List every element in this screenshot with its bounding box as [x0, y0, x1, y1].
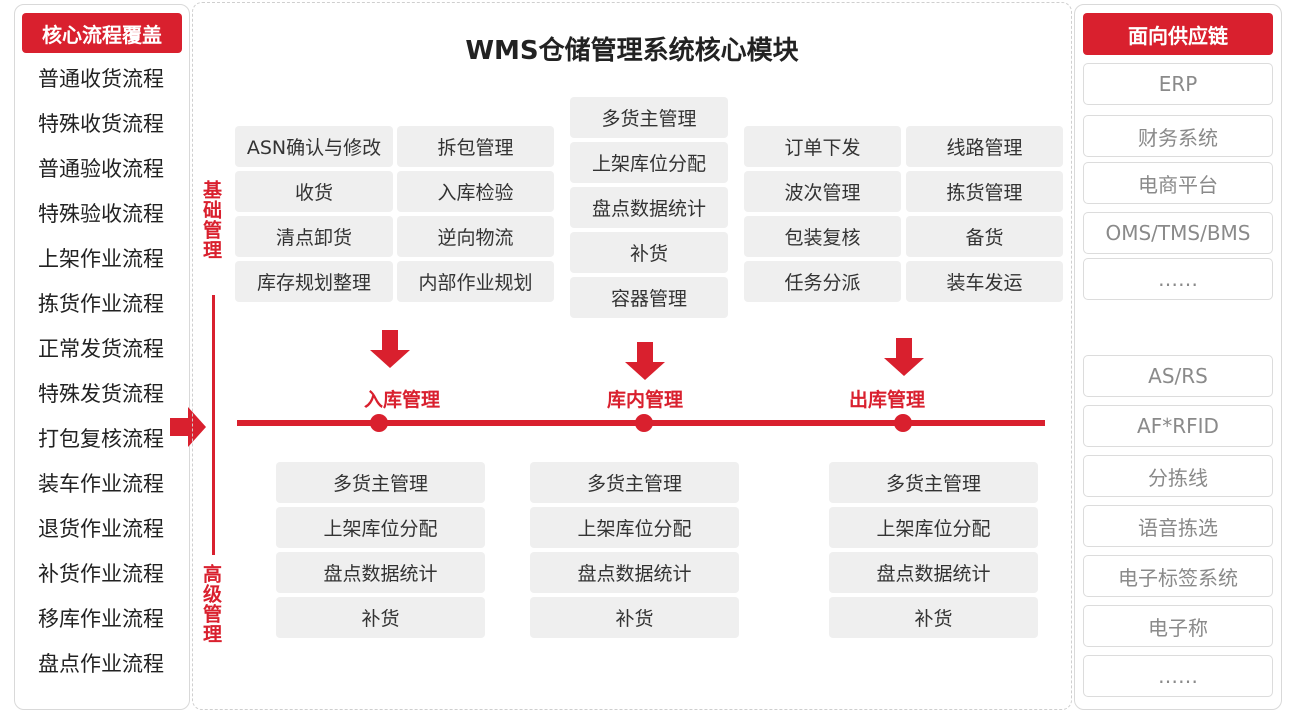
advanced-module-cell: 补货	[829, 597, 1038, 638]
module-cell: 逆向物流	[397, 216, 554, 257]
supply-chain-item: ……	[1083, 655, 1273, 697]
supply-chain-item: 电子称	[1083, 605, 1273, 647]
advanced-module-cell: 上架库位分配	[530, 507, 739, 548]
module-cell: 入库检验	[397, 171, 554, 212]
module-cell: 补货	[570, 232, 728, 273]
supply-chain-item: ERP	[1083, 63, 1273, 105]
advanced-module-cell: 上架库位分配	[829, 507, 1038, 548]
process-item: 正常发货流程	[38, 337, 164, 361]
timeline-dot	[370, 414, 388, 432]
module-cell: 清点卸货	[235, 216, 393, 257]
supply-chain-item: 分拣线	[1083, 455, 1273, 497]
module-cell: 收货	[235, 171, 393, 212]
supply-chain-item: OMS/TMS/BMS	[1083, 212, 1273, 254]
process-item: 上架作业流程	[38, 247, 164, 271]
advanced-module-cell: 多货主管理	[829, 462, 1038, 503]
advanced-module-cell: 多货主管理	[530, 462, 739, 503]
flow-arrow-icon	[170, 407, 206, 447]
module-cell: 拆包管理	[397, 126, 554, 167]
down-arrow-icon	[625, 342, 665, 380]
module-cell: 容器管理	[570, 277, 728, 318]
process-item: 退货作业流程	[38, 517, 164, 541]
vertical-divider	[212, 295, 215, 555]
advanced-module-cell: 多货主管理	[276, 462, 485, 503]
advanced-module-cell: 盘点数据统计	[829, 552, 1038, 593]
supply-chain-item: AF*RFID	[1083, 405, 1273, 447]
process-item: 补货作业流程	[38, 562, 164, 586]
advanced-module-cell: 盘点数据统计	[530, 552, 739, 593]
module-cell: 备货	[906, 216, 1063, 257]
advanced-module-cell: 补货	[276, 597, 485, 638]
supply-chain-item: AS/RS	[1083, 355, 1273, 397]
left-panel	[14, 4, 190, 710]
timeline-dot	[894, 414, 912, 432]
page-title: WMS仓储管理系统核心模块	[465, 36, 799, 66]
left-panel-header: 核心流程覆盖	[22, 13, 182, 53]
timeline	[237, 330, 1045, 432]
supply-chain-item: 电商平台	[1083, 162, 1273, 204]
module-cell: ASN确认与修改	[235, 126, 393, 167]
supply-chain-item: 财务系统	[1083, 115, 1273, 157]
process-item: 普通验收流程	[38, 157, 164, 181]
module-cell: 波次管理	[744, 171, 901, 212]
basic-management-label: 基础管理	[200, 180, 222, 260]
timeline-dot	[635, 414, 653, 432]
process-item: 打包复核流程	[38, 427, 164, 451]
stage-inbound: 入库管理	[363, 389, 440, 411]
right-panel	[1074, 4, 1282, 710]
module-cell: 多货主管理	[570, 97, 728, 138]
process-item: 普通收货流程	[38, 67, 164, 91]
supply-chain-item: 电子标签系统	[1083, 555, 1273, 597]
process-item: 拣货作业流程	[38, 292, 164, 316]
stage-outbound: 出库管理	[848, 389, 925, 411]
module-cell: 包装复核	[744, 216, 901, 257]
module-cell: 装车发运	[906, 261, 1063, 302]
module-cell: 线路管理	[906, 126, 1063, 167]
process-item: 装车作业流程	[38, 472, 164, 496]
supply-chain-item: 语音拣选	[1083, 505, 1273, 547]
process-item: 特殊收货流程	[38, 112, 164, 136]
module-cell: 内部作业规划	[397, 261, 554, 302]
down-arrow-icon	[884, 338, 924, 376]
module-cell: 上架库位分配	[570, 142, 728, 183]
supply-chain-item: ……	[1083, 258, 1273, 300]
module-cell: 订单下发	[744, 126, 901, 167]
advanced-module-cell: 上架库位分配	[276, 507, 485, 548]
right-panel-header: 面向供应链	[1083, 13, 1273, 55]
process-item: 移库作业流程	[38, 607, 164, 631]
module-cell: 任务分派	[744, 261, 901, 302]
process-item: 特殊发货流程	[38, 382, 164, 406]
process-item: 盘点作业流程	[38, 652, 164, 676]
advanced-module-cell: 补货	[530, 597, 739, 638]
advanced-management-label: 高级管理	[200, 564, 222, 644]
module-cell: 拣货管理	[906, 171, 1063, 212]
stage-warehouse: 库内管理	[606, 389, 683, 411]
process-item: 特殊验收流程	[38, 202, 164, 226]
module-cell: 库存规划整理	[235, 261, 393, 302]
module-cell: 盘点数据统计	[570, 187, 728, 228]
center-panel	[192, 2, 1072, 710]
down-arrow-icon	[370, 330, 410, 368]
advanced-module-cell: 盘点数据统计	[276, 552, 485, 593]
